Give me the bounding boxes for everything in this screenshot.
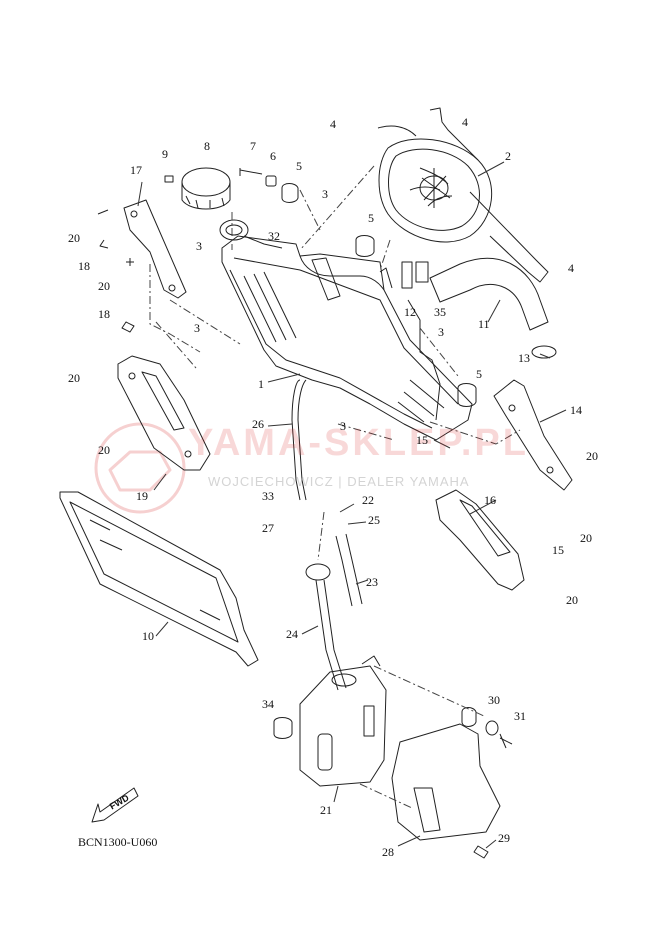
callout-number: 11	[478, 317, 490, 331]
callout-number: 26	[252, 417, 264, 431]
callout-number: 14	[570, 403, 582, 417]
tank-cover-28	[391, 707, 501, 841]
callout-number: 12	[404, 305, 416, 319]
reservoir-tank	[299, 655, 387, 787]
diagram-code: BCN1300-U060	[78, 835, 158, 849]
callout-leaders	[137, 161, 567, 849]
side-cover-19	[117, 355, 211, 471]
callout-number: 29	[498, 831, 510, 845]
callout-number: 33	[262, 489, 274, 503]
callout-number: 20	[586, 449, 598, 463]
callout-number: 27	[262, 521, 274, 535]
callout-number: 20	[98, 443, 110, 457]
overflow-hose-26	[291, 379, 307, 501]
callout-number: 7	[250, 139, 256, 153]
callout-number: 3	[340, 419, 346, 433]
cover-16	[435, 489, 525, 591]
callout-number: 20	[580, 531, 592, 545]
callout-number: 20	[68, 371, 80, 385]
callout-number: 20	[566, 593, 578, 607]
callout-number: 3	[438, 325, 444, 339]
watermark-logo-icon	[94, 422, 186, 514]
hose-23	[335, 533, 363, 607]
callout-number: 5	[368, 211, 374, 225]
grille-10	[59, 491, 259, 667]
callout-number: 1	[258, 377, 264, 391]
callout-number: 25	[368, 513, 380, 527]
callout-number: 21	[320, 803, 332, 817]
callout-number: 5	[296, 159, 302, 173]
bracket-14	[493, 379, 573, 491]
callout-number: 3	[194, 321, 200, 335]
spacer-34	[273, 717, 293, 739]
callout-number: 30	[488, 693, 500, 707]
callout-number: 34	[262, 697, 274, 711]
fasteners-top	[164, 168, 477, 407]
bolts-bottom	[473, 720, 513, 859]
callout-number: 3	[322, 187, 328, 201]
hose-11	[429, 257, 557, 359]
callout-number: 3	[196, 239, 202, 253]
callout-number: 10	[142, 629, 154, 643]
callout-number: 9	[162, 147, 168, 161]
callout-number: 20	[68, 231, 80, 245]
callout-number: 15	[552, 543, 564, 557]
bracket-17	[97, 199, 187, 333]
callout-number: 23	[366, 575, 378, 589]
callout-number: 18	[98, 307, 110, 321]
callout-number: 6	[270, 149, 276, 163]
callout-number: 28	[382, 845, 394, 859]
fwd-arrow-icon	[91, 787, 139, 823]
callout-number: 2	[505, 149, 511, 163]
callout-number: 17	[130, 163, 142, 177]
callout-number: 22	[362, 493, 374, 507]
callout-number: 16	[484, 493, 496, 507]
callout-number: 20	[98, 279, 110, 293]
filler-neck	[219, 219, 283, 249]
fan-assembly	[377, 107, 549, 283]
leader-lines	[149, 165, 521, 809]
callout-number: 18	[78, 259, 90, 273]
callout-number: 19	[136, 489, 148, 503]
radiator	[221, 235, 473, 441]
callout-number: 8	[204, 139, 210, 153]
pipe-24	[305, 563, 347, 691]
callout-number: 4	[330, 117, 336, 131]
callout-number: 4	[462, 115, 468, 129]
callout-number: 5	[476, 367, 482, 381]
callout-number: 32	[268, 229, 280, 243]
callout-number: 31	[514, 709, 526, 723]
callout-number: 4	[568, 261, 574, 275]
callout-number: 13	[518, 351, 530, 365]
callout-number: 24	[286, 627, 298, 641]
radiator-cap	[181, 167, 231, 210]
callout-number: 35	[434, 305, 446, 319]
callout-number: 15	[416, 433, 428, 447]
